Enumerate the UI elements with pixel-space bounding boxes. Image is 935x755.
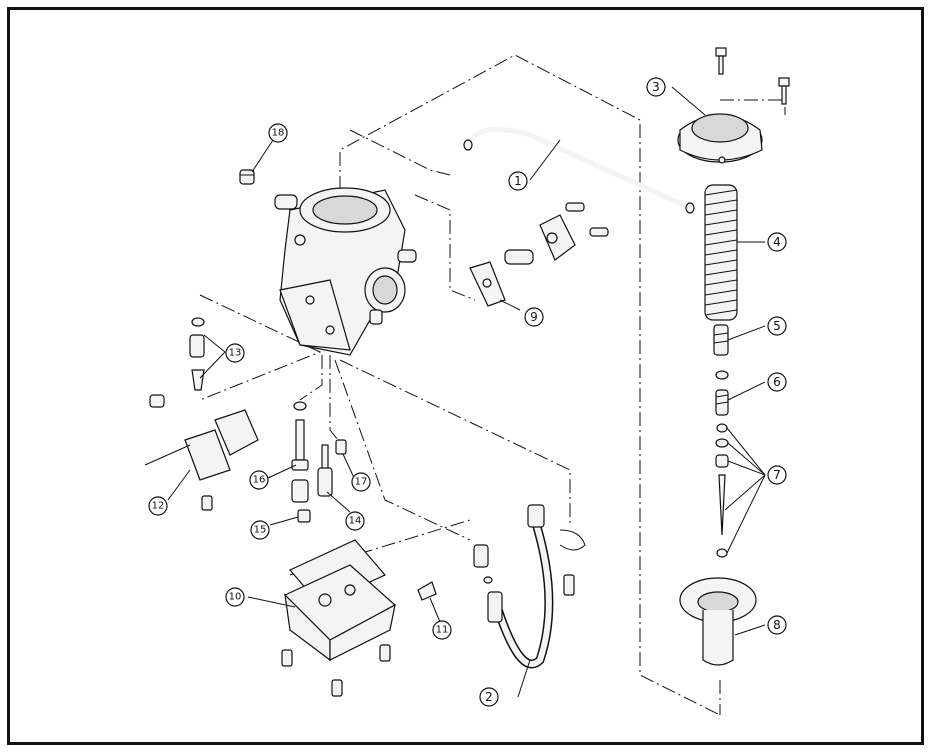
callout-10: 10: [225, 587, 245, 607]
svg-text:1: 1: [514, 174, 522, 188]
svg-text:5: 5: [773, 319, 781, 333]
callout-13: 13: [225, 343, 245, 363]
svg-text:14: 14: [349, 516, 362, 527]
part-needle-holder: [713, 324, 729, 356]
svg-text:7: 7: [773, 468, 781, 482]
svg-text:3: 3: [652, 80, 660, 94]
callout-16: 16: [249, 470, 269, 490]
callout-18: 18: [268, 123, 288, 143]
callout-14: 14: [345, 511, 365, 531]
svg-text:6: 6: [773, 375, 781, 389]
callout-6: 6: [767, 372, 787, 392]
svg-text:4: 4: [773, 235, 781, 249]
assembly-lines: [199, 54, 786, 716]
part-hose: [463, 126, 695, 214]
callout-2: 2: [479, 687, 499, 707]
part-float-chamber: [281, 539, 437, 697]
callout-3: 3: [646, 77, 666, 97]
part-jet-needle-set: [715, 423, 729, 558]
part-carburetor-body: [274, 187, 417, 356]
part-jets: [291, 401, 347, 523]
part-diaphragm-cover: [677, 47, 790, 164]
callout-5: 5: [767, 316, 787, 336]
callouts: 1 2 3 4 5 6 7 8 9 10 11 12 13 14 15 16 1…: [148, 77, 787, 707]
callout-1: 1: [508, 171, 528, 191]
leader-lines: [167, 86, 766, 698]
svg-text:10: 10: [229, 592, 242, 603]
part-float: [144, 409, 259, 511]
callout-11: 11: [432, 620, 452, 640]
svg-text:9: 9: [530, 310, 538, 324]
svg-text:2: 2: [485, 690, 493, 704]
svg-text:11: 11: [436, 625, 449, 636]
svg-text:15: 15: [254, 525, 267, 536]
svg-text:8: 8: [773, 618, 781, 632]
svg-text:13: 13: [229, 348, 242, 359]
svg-text:17: 17: [355, 477, 368, 488]
part-spring: [704, 184, 738, 321]
part-piston-valve: [679, 577, 757, 666]
callout-12: 12: [148, 496, 168, 516]
callout-4: 4: [767, 232, 787, 252]
part-drain-hose: [473, 504, 586, 669]
svg-text:18: 18: [272, 128, 285, 139]
part-screw-18: [239, 169, 255, 185]
part-cover-plate: [469, 202, 609, 307]
callout-15: 15: [250, 520, 270, 540]
part-small-spring: [715, 370, 729, 416]
part-needle-valve: [149, 317, 205, 408]
callout-8: 8: [767, 615, 787, 635]
svg-text:12: 12: [152, 501, 165, 512]
callout-17: 17: [351, 472, 371, 492]
svg-text:16: 16: [253, 475, 266, 486]
callout-9: 9: [524, 307, 544, 327]
callout-7: 7: [767, 465, 787, 485]
